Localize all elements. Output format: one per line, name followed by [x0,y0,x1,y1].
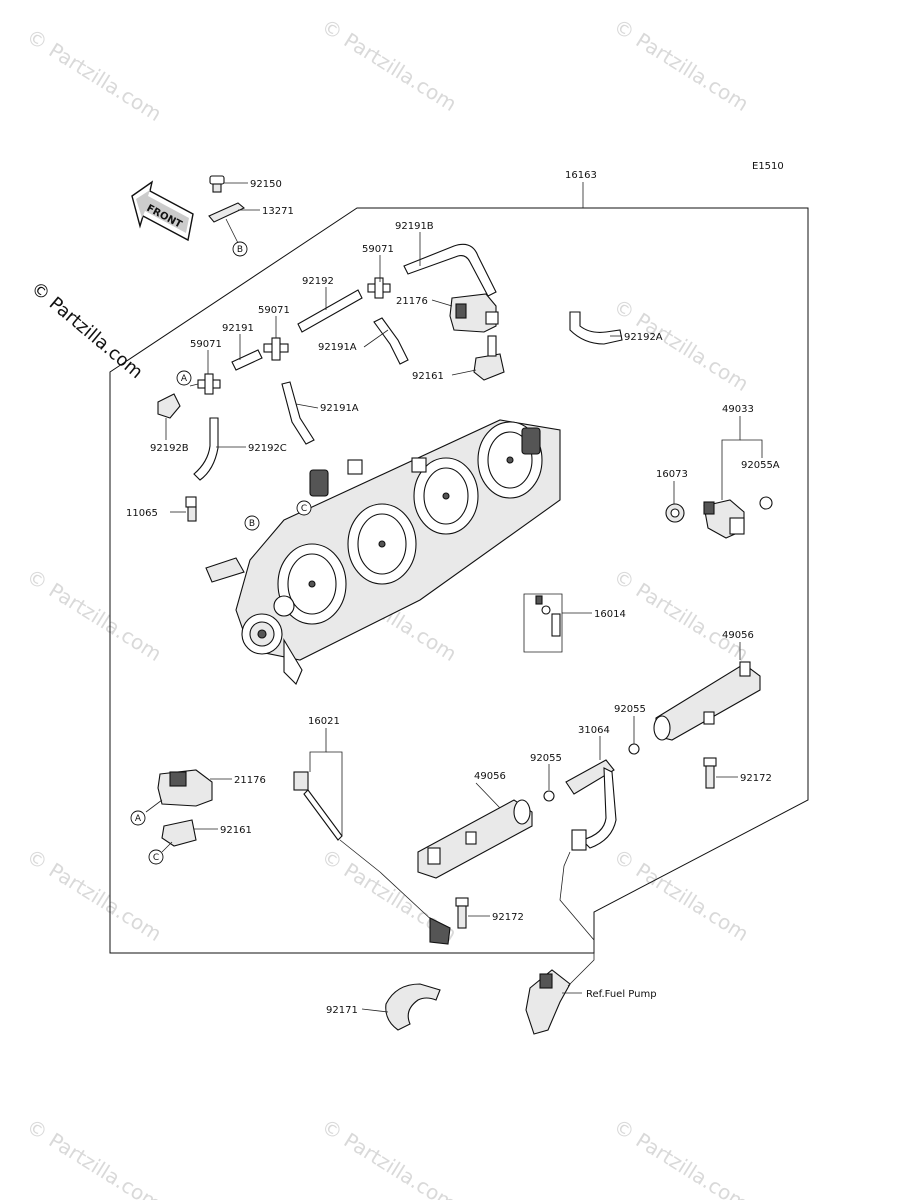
cable-16021 [293,771,451,945]
label-92150: 92150 [250,179,282,190]
label-92172-right: 92172 [740,773,772,784]
label-92055A: 92055A [741,460,780,471]
watermark: © Partzilla.com [22,24,166,126]
watermark: © Partzilla.com [22,564,166,666]
label-92161-top: 92161 [412,371,444,382]
circle-ref-c: C [153,853,159,863]
sensor-21176-top [449,293,499,333]
label-92191A-bottom: 92191A [320,403,359,414]
label-ref-fuel-pump: Ref.Fuel Pump [586,989,657,1000]
oring-92055A [759,496,773,510]
bolt-92150 [209,175,225,193]
label-16163: 16163 [565,170,597,181]
fuel-rail-49056-left [417,799,533,879]
label-16014: 16014 [594,609,626,620]
label-92172-left: 92172 [492,912,524,923]
hose-92191 [231,349,263,371]
joint-31064 [565,759,617,851]
leader-lines [145,182,763,1013]
label-21176-bottom: 21176 [234,775,266,786]
label-16021: 16021 [308,716,340,727]
tee-59071-mid [263,337,289,361]
label-92191B: 92191B [395,221,434,232]
fuel-pump-connector [525,969,571,1035]
watermark: © Partzilla.com [22,1114,166,1200]
oring-92055-left [543,790,555,802]
watermark: © Partzilla.com [22,844,166,946]
label-92192B: 92192B [150,443,189,454]
label-59071-top: 59071 [362,244,394,255]
cap-11065 [185,496,197,522]
plate-13271 [208,202,246,223]
watermark: © Partzilla.com [609,294,753,396]
hose-92192C [193,417,219,481]
hose-92191A-bottom [281,381,315,445]
clamp-92171 [385,983,441,1031]
label-92161-bottom: 92161 [220,825,252,836]
label-92191A-top: 92191A [318,342,357,353]
cap-92192B [157,393,181,419]
clip-92161-top [473,335,505,381]
label-31064: 31064 [578,725,610,736]
watermark: © Partzilla.com [317,1114,461,1200]
watermark: © Partzilla.com [317,14,461,116]
label-92192C: 92192C [248,443,287,454]
hose-92191A-top [373,317,409,365]
label-92171: 92171 [326,1005,358,1016]
watermark: © Partzilla.com [609,1114,753,1200]
label-11065: 11065 [126,508,158,519]
label-59071-mid: 59071 [258,305,290,316]
tee-59071-left [197,373,221,395]
label-16073: 16073 [656,469,688,480]
circle-ref-b: B [249,519,255,529]
hose-92192 [297,289,363,333]
label-92192: 92192 [302,276,334,287]
hose-92192A [569,311,623,345]
label-13271: 13271 [262,206,294,217]
label-49056-right: 49056 [722,630,754,641]
label-92055-right: 92055 [614,704,646,715]
clip-92161-bottom [161,819,197,847]
label-21176-top: 21176 [396,296,428,307]
watermark: © Partzilla.com [609,564,753,666]
throttle-body-assembly [235,419,561,685]
injector-49033 [703,499,745,539]
side-watermark: © Partzilla.com [27,278,147,383]
oring-92055-right [628,743,640,755]
label-49056-left: 49056 [474,771,506,782]
circle-ref-b: B [237,245,243,255]
screw-92172-left [455,897,469,929]
watermark: © Partzilla.com [609,844,753,946]
bracket-left [205,557,245,583]
circle-ref-a: A [135,814,142,824]
label-49033: 49033 [722,404,754,415]
tee-59071-top [367,277,391,299]
part-labels: 16163 92150 13271 92191B 59071 21176 921… [126,170,780,1016]
label-92055-left: 92055 [530,753,562,764]
watermark: © Partzilla.com [609,14,753,116]
screw-set-16014 [535,595,561,637]
label-92191: 92191 [222,323,254,334]
label-59071-left: 59071 [190,339,222,350]
diagram-code: E1510 [752,161,784,172]
assembly-frame [109,207,809,954]
hose-92191B [403,243,497,297]
screw-92172-right [703,757,717,789]
circle-ref-c: C [301,504,307,514]
circle-ref-a: A [181,374,188,384]
sensor-21176-bottom [157,769,213,807]
front-arrow: FRONT [131,180,194,242]
fuel-rail-49056-right [653,661,761,741]
label-92192A: 92192A [624,332,663,343]
